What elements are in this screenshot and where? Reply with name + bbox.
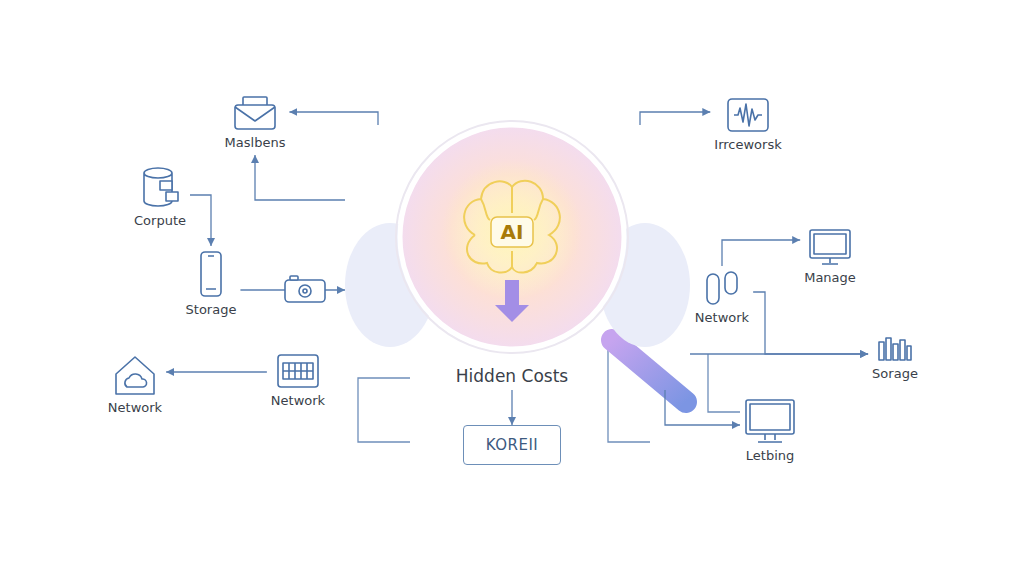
service-icon: Irrceworsk <box>710 93 785 157</box>
bracket-line <box>358 378 410 442</box>
icon-label: Sorage <box>872 366 918 382</box>
hub-caption: Hidden Costs <box>456 366 568 386</box>
icon-symbol <box>877 336 913 362</box>
icon-label: Network <box>271 393 325 409</box>
icon-label: Network <box>108 400 162 416</box>
flow-arrow <box>289 112 378 125</box>
flow-arrow <box>255 155 345 200</box>
icon-label: Corpute <box>134 213 186 229</box>
icon-symbol <box>198 250 224 298</box>
result-box: KOREII <box>463 425 562 465</box>
flow-arrow <box>511 390 512 425</box>
icon-symbol <box>726 97 770 133</box>
service-icon: Corpute <box>130 161 190 233</box>
ai-hub: AI Hidden Costs <box>345 125 690 390</box>
service-icon: Letbing <box>740 394 800 468</box>
icon-label: Manage <box>804 270 856 286</box>
icon-label: Network <box>695 310 749 326</box>
flow-arrow <box>190 195 211 246</box>
hub-circle <box>345 125 690 390</box>
flow-arrow <box>722 240 800 266</box>
icon-symbol <box>744 398 796 444</box>
service-icon: Manage <box>800 224 860 290</box>
service-icon: Sorage <box>868 332 922 386</box>
magnifier-handle <box>612 340 686 402</box>
camera-icon <box>285 276 325 302</box>
icon-label: Irrceworsk <box>714 137 781 153</box>
bracket-line <box>708 354 740 412</box>
icon-symbol <box>140 165 180 209</box>
service-icon: Network <box>691 266 753 330</box>
icon-symbol <box>112 354 158 396</box>
icon-label: Maslbens <box>225 135 286 151</box>
service-icon: Storage <box>182 246 241 322</box>
icon-label: Letbing <box>746 448 794 464</box>
service-icon: Maslbens <box>221 91 290 155</box>
flow-arrow <box>640 112 710 125</box>
icon-symbol <box>808 228 852 266</box>
service-icon: Network <box>104 350 166 420</box>
flow-arrow <box>753 292 868 354</box>
flow-arrow <box>166 371 267 372</box>
service-icon: Network <box>267 349 329 413</box>
icon-symbol <box>276 353 320 389</box>
box-label: KOREII <box>486 435 539 455</box>
icon-symbol <box>231 95 279 131</box>
icon-symbol <box>705 270 739 306</box>
icon-label: Storage <box>186 302 237 318</box>
flow-arrow <box>665 390 740 425</box>
ai-badge: AI <box>501 220 524 244</box>
